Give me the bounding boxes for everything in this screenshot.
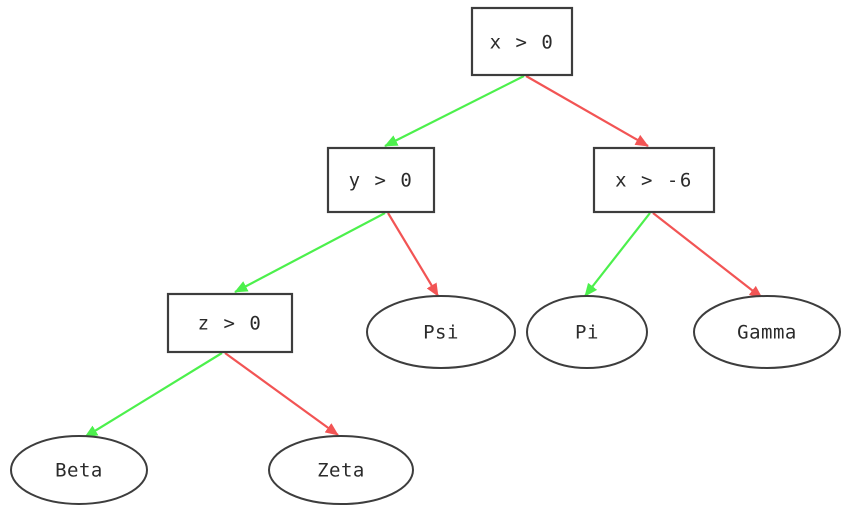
node-x-gt-minus-6[interactable]: x > -6 <box>592 146 716 214</box>
edge-layer <box>84 75 763 438</box>
edge-x6-true-to-pi <box>584 212 651 297</box>
node-x-gt-minus-6-box[interactable] <box>592 146 716 214</box>
leaf-zeta[interactable]: Zeta <box>268 435 414 505</box>
edge-y-true-to-z <box>234 212 386 293</box>
leaf-pi[interactable]: Pi <box>526 295 648 369</box>
node-x-gt-minus-6-label: x > -6 <box>615 170 693 192</box>
decision-node-layer: x > 0 y > 0 x > -6 z > 0 <box>166 6 716 354</box>
node-y-gt-0[interactable]: y > 0 <box>326 146 436 214</box>
edge-x6-false-to-gamma <box>652 212 763 299</box>
leaf-beta-label: Beta <box>55 460 103 482</box>
leaf-gamma-label: Gamma <box>737 322 797 344</box>
leaf-psi-ellipse[interactable] <box>366 295 516 369</box>
leaf-pi-label: Pi <box>575 322 599 344</box>
node-root-box[interactable] <box>470 6 574 77</box>
node-z-gt-0-box[interactable] <box>166 292 294 354</box>
leaf-zeta-ellipse[interactable] <box>268 435 414 505</box>
node-z-gt-0-label: z > 0 <box>198 313 263 335</box>
edge-root-false-to-x6 <box>525 75 649 147</box>
leaf-gamma-ellipse[interactable] <box>693 295 841 369</box>
node-y-gt-0-label: y > 0 <box>349 170 414 192</box>
edge-root-true-to-y <box>384 75 525 147</box>
leaf-psi[interactable]: Psi <box>366 295 516 369</box>
leaf-beta-ellipse[interactable] <box>10 435 148 505</box>
edge-z-true-to-beta <box>84 352 223 438</box>
leaf-gamma[interactable]: Gamma <box>693 295 841 369</box>
leaf-beta[interactable]: Beta <box>10 435 148 505</box>
leaf-zeta-label: Zeta <box>317 460 365 482</box>
leaf-node-layer: Psi Pi Gamma Beta Zeta <box>10 295 841 505</box>
leaf-psi-label: Psi <box>423 322 459 344</box>
node-root-label: x > 0 <box>490 32 555 54</box>
leaf-pi-ellipse[interactable] <box>526 295 648 369</box>
edge-z-false-to-zeta <box>224 352 339 436</box>
node-z-gt-0[interactable]: z > 0 <box>166 292 294 354</box>
node-root[interactable]: x > 0 <box>470 6 574 77</box>
node-y-gt-0-box[interactable] <box>326 146 436 214</box>
edge-y-false-to-psi <box>387 212 439 297</box>
